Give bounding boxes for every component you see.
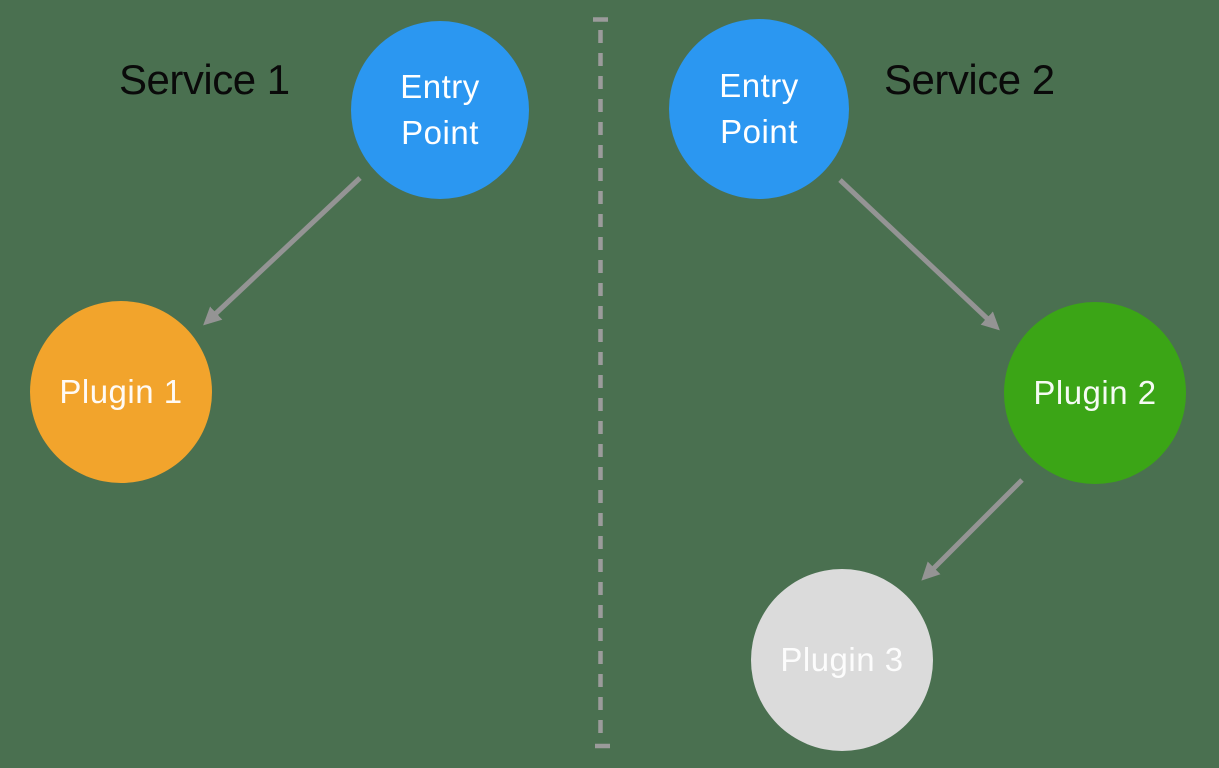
plugin-1-node: Plugin 1: [30, 301, 212, 483]
entry-point-label-line2: Point: [401, 114, 479, 151]
plugin-1-label: Plugin 1: [59, 373, 183, 411]
entry-point-label-line1: Entry: [400, 68, 480, 106]
arrow-entry1-to-plugin1: [203, 176, 362, 326]
plugin-2-node: Plugin 2: [1004, 302, 1186, 484]
plugin-3-node: Plugin 3: [751, 569, 933, 751]
plugin-2-label: Plugin 2: [1033, 374, 1157, 412]
arrow-plugin2-to-plugin3: [921, 478, 1024, 581]
entry-point-label-line2: Point: [720, 113, 798, 150]
entry-point-node-service2: Entry Point: [669, 19, 849, 199]
service-1-title: Service 1: [119, 56, 290, 103]
arrow-entry2-to-plugin2: [838, 178, 1000, 331]
entry-point-label-line1: Entry: [719, 67, 799, 105]
entry-point-node-service1: Entry Point: [351, 21, 529, 199]
service-2-title: Service 2: [884, 56, 1055, 103]
plugin-3-label: Plugin 3: [780, 641, 904, 679]
